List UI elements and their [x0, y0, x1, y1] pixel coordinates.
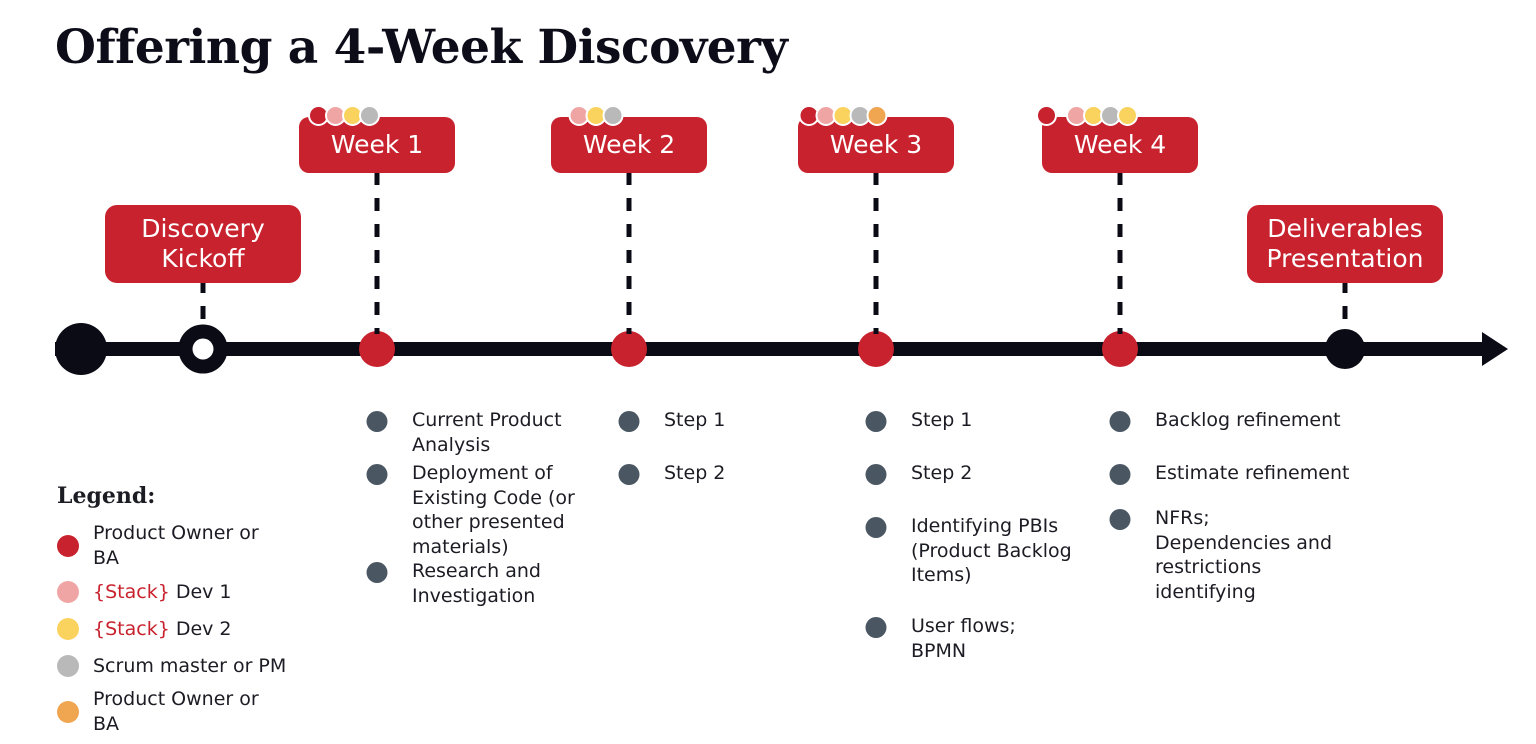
legend-stack-token: {Stack} [93, 580, 170, 603]
avatar-dot-brand_red [1036, 104, 1057, 126]
week-badge-4[interactable]: Week 4 [1042, 117, 1198, 173]
timeline-start-node [55, 323, 107, 375]
timeline-arrow-icon [1482, 332, 1508, 366]
week-badge-label: Week 1 [330, 129, 424, 159]
week-2-step-2: Step 2 [618, 461, 726, 486]
week-4-avatar-dots [1036, 103, 1138, 127]
step-label: Current Product Analysis [412, 409, 562, 456]
timeline-node-deliverables-presentation [1325, 329, 1365, 369]
legend: Legend: Product Owner or BA {Stack} Dev 1… [57, 483, 387, 743]
timeline-node-week-2 [611, 331, 647, 367]
step-bullet-icon [618, 411, 640, 432]
legend-label: Scrum master or PM [93, 654, 287, 677]
step-bullet-icon [366, 562, 388, 583]
step-bullet-icon [865, 617, 887, 638]
step-bullet-icon [618, 464, 640, 485]
week-badge-1[interactable]: Week 1 [299, 117, 455, 173]
week-badge-2[interactable]: Week 2 [551, 117, 707, 173]
week-3-step-1: Step 1 [865, 408, 973, 433]
step-label: Research and Investigation [412, 560, 541, 607]
legend-item-3: {Stack} Dev 2 [57, 613, 387, 644]
legend-label: {Stack} Dev 2 [93, 617, 232, 640]
legend-dot-gray [57, 654, 79, 677]
timeline-axis [55, 342, 1490, 356]
milestone-box-discovery-kickoff[interactable]: Discovery Kickoff [105, 205, 301, 283]
timeline-node-week-1 [359, 331, 395, 367]
milestone-label: Deliverables Presentation [1266, 213, 1424, 274]
connector-week-1-top [374, 172, 380, 334]
legend-dot-brand_red [57, 534, 79, 557]
timeline-node-discovery-kickoff [178, 324, 228, 374]
week-badge-label: Week 3 [829, 129, 923, 159]
step-bullet-icon [865, 411, 887, 432]
legend-label: {Stack} Dev 1 [93, 580, 232, 603]
step-bullet-icon [366, 411, 388, 432]
week-4-step-2: Estimate refinement [1109, 461, 1350, 486]
week-3-step-2: Step 2 [865, 461, 973, 486]
week-4-step-1: Backlog refinement [1109, 408, 1341, 433]
step-bullet-icon [1109, 411, 1131, 432]
week-1-step-3: Research and Investigation [366, 559, 541, 608]
milestone-label: Discovery Kickoff [141, 213, 265, 274]
step-bullet-icon [865, 517, 887, 538]
step-label: Step 2 [911, 462, 973, 484]
step-label: Identifying PBIs (Product Backlog Items) [911, 515, 1072, 587]
avatar-dot-gray [602, 104, 624, 126]
legend-item-4: Scrum master or PM [57, 650, 387, 681]
legend-dot-yellow [57, 617, 79, 640]
step-bullet-icon [1109, 464, 1131, 485]
week-3-step-4: User flows; BPMN [865, 614, 1016, 663]
step-bullet-icon [1109, 509, 1131, 530]
page-title: Offering a 4-Week Discovery [55, 20, 788, 75]
step-label: Backlog refinement [1155, 409, 1341, 431]
connector-week-4-top [1117, 172, 1123, 334]
connector-deliverables-presentation [1342, 280, 1348, 330]
step-label: Step 1 [664, 409, 726, 431]
legend-stack-token: {Stack} [93, 617, 170, 640]
legend-rows: Product Owner or BA {Stack} Dev 1 {Stack} … [57, 521, 387, 737]
week-badge-label: Week 4 [1073, 129, 1167, 159]
timeline-node-week-4 [1102, 331, 1138, 367]
avatar-dot-orange [866, 104, 888, 126]
step-bullet-icon [366, 464, 388, 485]
week-1-step-1: Current Product Analysis [366, 408, 562, 457]
timeline-node-week-3 [858, 331, 894, 367]
week-2-avatar-dots [568, 103, 624, 127]
step-label: Step 2 [664, 462, 726, 484]
week-1-step-2: Deployment of Existing Code (or other pr… [366, 461, 575, 560]
legend-label: Product Owner or BA [93, 688, 259, 736]
connector-week-3-top [873, 172, 879, 334]
legend-title: Legend: [57, 483, 156, 509]
step-label: Deployment of Existing Code (or other pr… [412, 462, 575, 559]
connector-discovery-kickoff [200, 280, 206, 330]
week-3-avatar-dots [798, 103, 888, 127]
week-3-step-3: Identifying PBIs (Product Backlog Items) [865, 514, 1072, 588]
step-label: Estimate refinement [1155, 462, 1350, 484]
legend-item-2: {Stack} Dev 1 [57, 576, 387, 607]
step-label: User flows; BPMN [911, 615, 1016, 662]
connector-week-2-top [626, 172, 632, 334]
week-2-step-1: Step 1 [618, 408, 726, 433]
week-badge-3[interactable]: Week 3 [798, 117, 954, 173]
step-bullet-icon [865, 464, 887, 485]
legend-item-1: Product Owner or BA [57, 521, 387, 570]
avatar-dot-gray [359, 104, 380, 126]
milestone-box-deliverables-presentation[interactable]: Deliverables Presentation [1247, 205, 1443, 283]
legend-label: Product Owner or BA [93, 522, 259, 569]
avatar-dot-yellow [1117, 104, 1138, 126]
legend-dot-pink [57, 580, 79, 603]
week-badge-label: Week 2 [582, 129, 676, 159]
step-label: NFRs; Dependencies and restrictions iden… [1155, 507, 1333, 604]
legend-dot-orange [57, 701, 79, 724]
week-1-avatar-dots [308, 103, 380, 127]
week-4-step-3: NFRs; Dependencies and restrictions iden… [1109, 506, 1333, 605]
step-label: Step 1 [911, 409, 973, 431]
legend-item-5: Product Owner or BA [57, 687, 387, 736]
